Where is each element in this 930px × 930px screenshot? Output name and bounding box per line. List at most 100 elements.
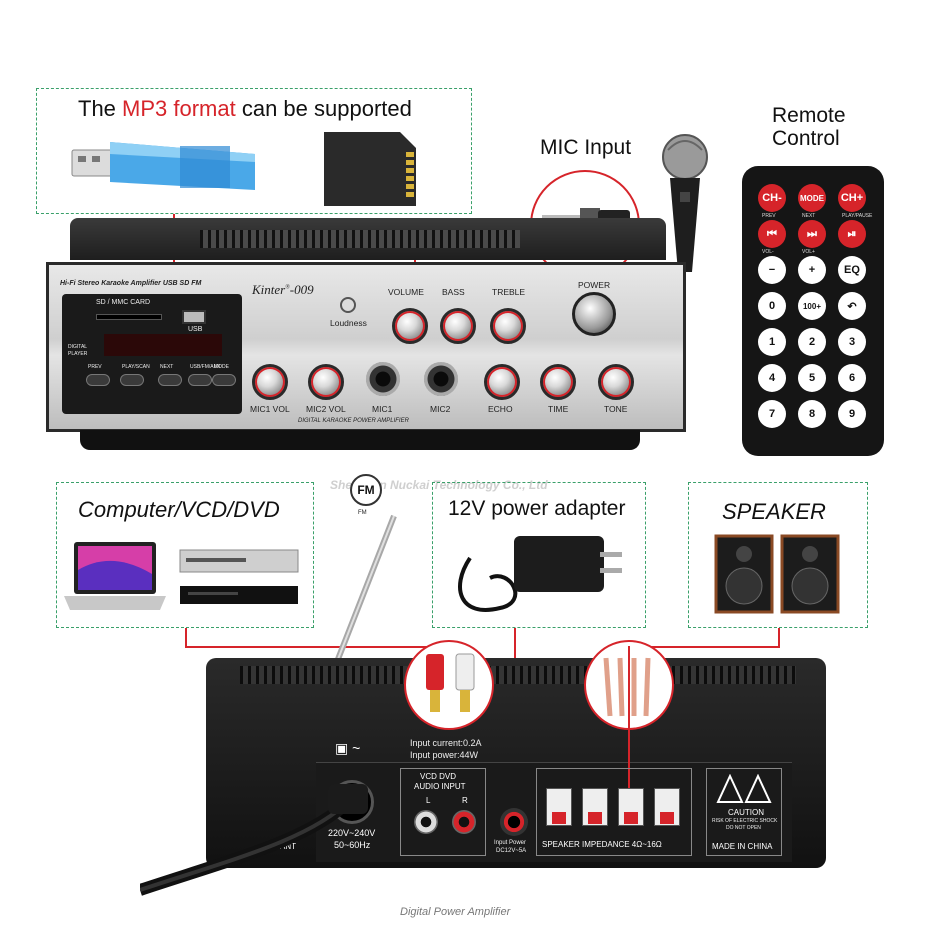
speaker-terminal-clip-0 [552, 812, 566, 824]
knob-tone[interactable] [598, 364, 634, 400]
computer-box [56, 482, 314, 628]
remote-button-row4-2[interactable]: ↶ [838, 292, 866, 320]
speaker-connector-line-h [628, 646, 780, 648]
remote-button-row6-0[interactable]: 4 [758, 364, 786, 392]
ant-label: ANT [280, 842, 296, 851]
loudness-button[interactable] [340, 297, 356, 313]
dc-input-jack[interactable] [500, 808, 528, 836]
player-button-label-2: NEXT [160, 364, 174, 370]
caution-label: CAUTION [728, 808, 764, 817]
speaker-label: SPEAKER [722, 499, 826, 524]
knob-label-mic1: MIC1 [372, 404, 393, 414]
remote-sublabel-row1-0: PREV [762, 213, 776, 219]
mp3-support-box [36, 88, 472, 214]
remote-label-line1: Remote [772, 104, 846, 127]
remote-button-row5-0[interactable]: 1 [758, 328, 786, 356]
audio-input-label-1: VCD DVD [420, 772, 457, 781]
player-button-1[interactable] [120, 374, 144, 386]
remote-button-row2-1[interactable]: ⏭ [798, 220, 826, 248]
remote-sublabel-row1-1: NEXT [802, 213, 816, 219]
knob-time[interactable] [540, 364, 576, 400]
image-caption: Digital Power Amplifier [400, 906, 511, 918]
speakers-image [714, 534, 840, 614]
remote-button-row3-1[interactable]: + [798, 256, 826, 284]
power-button[interactable] [572, 292, 616, 336]
remote-button-row3-0[interactable]: − [758, 256, 786, 284]
input-power-label: Input power:44W [410, 750, 479, 760]
remote-button-row6-2[interactable]: 6 [838, 364, 866, 392]
channel-l-label: L [426, 796, 431, 805]
knob-label-treble: TREBLE [492, 287, 526, 297]
rca-plugs-icon [426, 653, 475, 712]
mic-jack-mic1[interactable] [366, 362, 400, 396]
player-button-label-1: PLAY/SCAN [122, 364, 150, 370]
knob-label-tone: TONE [604, 404, 628, 414]
knob-bass[interactable] [440, 308, 476, 344]
player-button-0[interactable] [86, 374, 110, 386]
voltage-label: 220V~240V [328, 828, 376, 838]
sd-card-label: SD / MMC CARD [96, 299, 151, 306]
player-button-label-0: PREV [88, 364, 102, 370]
remote-sublabel-row2-1: VOL+ [802, 249, 815, 255]
rca-jack-left[interactable] [414, 810, 438, 834]
remote-button-row6-1[interactable]: 5 [798, 364, 826, 392]
remote-button-row1-2[interactable]: CH+ [838, 184, 866, 212]
remote-button-row4-0[interactable]: 0 [758, 292, 786, 320]
model-line: Hi-Fi Stereo Karaoke Amplifier USB SD FM [60, 280, 202, 287]
knob-label-time: TIME [548, 404, 569, 414]
knob-mic1-vol[interactable] [252, 364, 288, 400]
player-button-3[interactable] [188, 374, 212, 386]
sd-card-slot[interactable] [96, 314, 162, 320]
knob-volume[interactable] [392, 308, 428, 344]
mic-jack-mic2[interactable] [424, 362, 458, 396]
remote-button-row7-1[interactable]: 8 [798, 400, 826, 428]
speaker-connector-line [778, 628, 780, 648]
remote-button-row2-0[interactable]: ⏮ [758, 220, 786, 248]
brand-logo: Kinter®-009 [252, 282, 314, 297]
remote-button-row1-1[interactable]: MODE [798, 184, 826, 212]
input-current-label: Input current:0.2A [410, 738, 482, 748]
microphone-image [662, 134, 708, 272]
mic-input-label: MIC Input [540, 136, 632, 159]
remote-button-row3-2[interactable]: EQ [838, 256, 866, 284]
caution-frame [706, 768, 782, 856]
power-adapter-label: 12V power adapter [448, 497, 626, 520]
remote-button-row4-1[interactable]: 100+ [798, 292, 826, 320]
remote-label-line2: Control [772, 127, 840, 150]
amp-feet [80, 430, 640, 450]
caution-open-label: DO NOT OPEN [726, 825, 761, 831]
channel-r-label: R [462, 796, 468, 805]
remote-button-row5-2[interactable]: 3 [838, 328, 866, 356]
knob-label-volume: VOLUME [388, 287, 424, 297]
usb-port[interactable] [182, 310, 206, 324]
remote-button-row2-2[interactable]: ⏯ [838, 220, 866, 248]
speaker-impedance-label: SPEAKER IMPEDANCE 4Ω~16Ω [542, 840, 662, 849]
rca-jack-right[interactable] [452, 810, 476, 834]
sd-card-image [324, 132, 416, 206]
computer-connector-line-h [185, 646, 445, 648]
speaker-terminal-clip-3 [660, 812, 674, 824]
mp3-headline: The MP3 format can be supported [78, 96, 412, 121]
fm-badge: FM [350, 474, 382, 506]
remote-button-row7-0[interactable]: 7 [758, 400, 786, 428]
speaker-terminal-clip-1 [588, 812, 602, 824]
knob-mic2-vol[interactable] [308, 364, 344, 400]
knob-label-bass: BASS [442, 287, 465, 297]
warning-triangle-icon [716, 774, 772, 803]
watermark: Shenzhen Nuckai Technology Co., Ltd [330, 478, 548, 492]
player-button-2[interactable] [158, 374, 182, 386]
dc-label-1: Input Power [494, 840, 527, 846]
power-label: POWER [578, 280, 611, 290]
knob-echo[interactable] [484, 364, 520, 400]
dvd-player-image [179, 549, 299, 604]
remote-button-row7-2[interactable]: 9 [838, 400, 866, 428]
remote-button-row1-0[interactable]: CH- [758, 184, 786, 212]
frequency-label: 50~60Hz [334, 840, 371, 850]
amp-top-vents [200, 230, 520, 248]
knob-label-echo: ECHO [488, 404, 513, 414]
knob-treble[interactable] [490, 308, 526, 344]
dc-label-2: DC12V~5A [496, 848, 527, 854]
player-button-4[interactable] [212, 374, 236, 386]
remote-button-row5-1[interactable]: 2 [798, 328, 826, 356]
rca-magnifier [404, 640, 494, 730]
